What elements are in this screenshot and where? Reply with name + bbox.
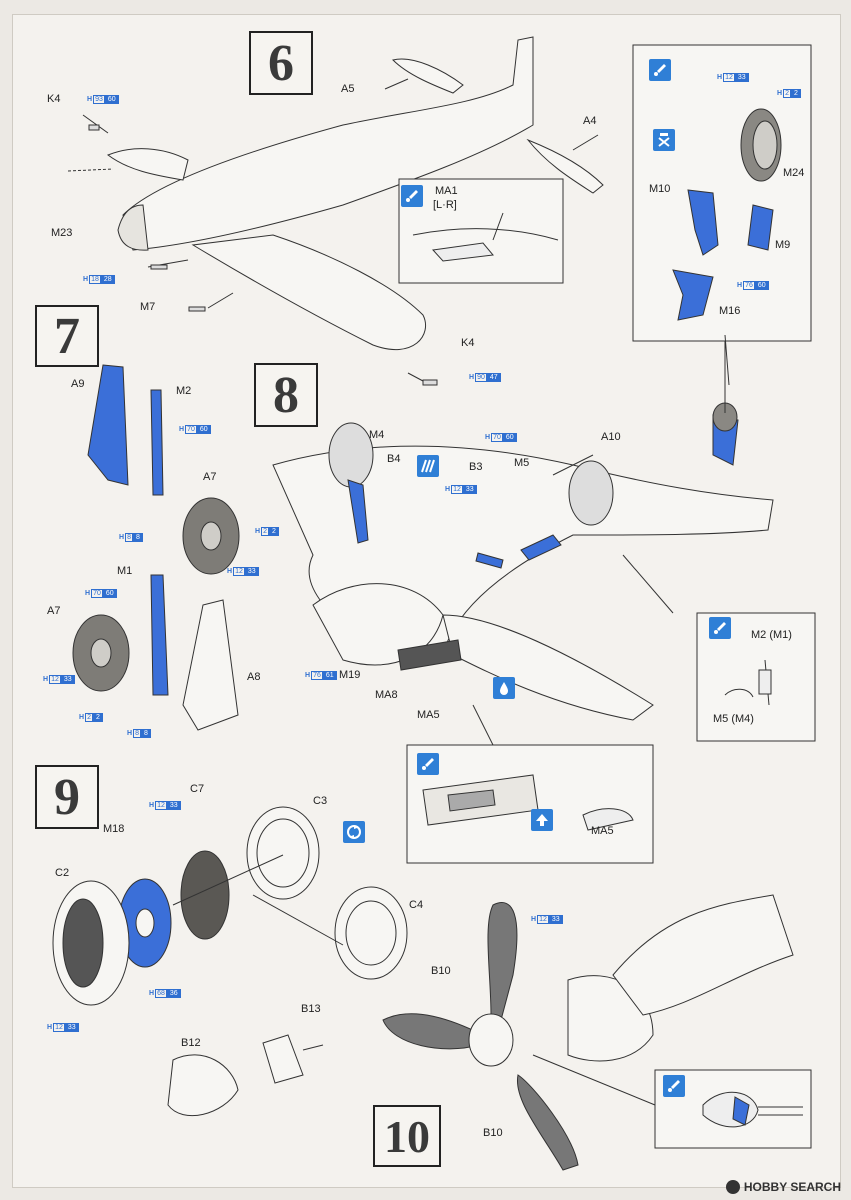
label-m4: M4	[369, 429, 385, 441]
paint-drop-icon	[493, 677, 515, 699]
label-c7: C7	[190, 783, 205, 795]
label-ma1-sub: [L·R]	[433, 199, 457, 211]
label-m23: M23	[51, 227, 73, 239]
paint-drop-icon	[663, 1075, 685, 1097]
label-m24: M24	[783, 167, 805, 179]
label-ma8: MA8	[375, 689, 398, 701]
instruction-sheet: 6 7 8 9 10	[12, 14, 841, 1188]
label-m2-m1: M2 (M1)	[751, 629, 792, 641]
label-a4: A4	[583, 115, 597, 127]
label-a7-bottom: A7	[47, 605, 61, 617]
label-b10-top: B10	[431, 965, 451, 977]
label-c3: C3	[313, 795, 328, 807]
paint-drop-icon	[649, 59, 671, 81]
label-m10: M10	[649, 183, 671, 195]
step-6-box: 6	[249, 31, 313, 95]
label-c2: C2	[55, 867, 70, 879]
label-m5: M5	[514, 457, 530, 469]
step-8-box: 8	[254, 363, 318, 427]
label-k4-top: K4	[47, 93, 61, 105]
label-a5: A5	[341, 83, 355, 95]
paint-drop-icon	[709, 617, 731, 639]
watermark-text: HOBBY SEARCH	[743, 1180, 841, 1194]
paint-drop-icon	[417, 753, 439, 775]
label-a7-top: A7	[203, 471, 217, 483]
do-not-glue-icon	[653, 129, 675, 151]
label-m5-m4: M5 (M4)	[713, 713, 754, 725]
label-m19: M19	[339, 669, 361, 681]
label-b10-bottom: B10	[483, 1127, 503, 1139]
assembly-line-art	[52, 36, 816, 1171]
rotate-icon	[343, 821, 365, 843]
decal-icon	[417, 455, 439, 477]
fuselage-outline	[122, 36, 534, 251]
label-m9: M9	[775, 239, 791, 251]
label-b4: B4	[387, 453, 401, 465]
label-k4-bottom: K4	[461, 337, 475, 349]
label-m16: M16	[719, 305, 741, 317]
label-b12: B12	[181, 1037, 201, 1049]
label-ma1: MA1	[435, 185, 458, 197]
up-arrow-icon	[531, 809, 553, 831]
watermark: HOBBY SEARCH	[725, 1180, 841, 1194]
label-a10: A10	[601, 431, 621, 443]
step-10-box: 10	[373, 1105, 441, 1167]
label-c4: C4	[409, 899, 424, 911]
paint-drop-icon	[401, 185, 423, 207]
label-a8: A8	[247, 671, 261, 683]
label-ma5-inset: MA5	[591, 825, 614, 837]
step-7-box: 7	[35, 305, 99, 367]
label-m2: M2	[176, 385, 192, 397]
label-b3: B3	[469, 461, 483, 473]
hobby-search-logo-icon	[725, 1180, 740, 1194]
step-9-box: 9	[35, 765, 99, 829]
label-a9: A9	[71, 378, 85, 390]
label-m18: M18	[103, 823, 125, 835]
label-ma5: MA5	[417, 709, 440, 721]
label-b13: B13	[301, 1003, 321, 1015]
label-m7: M7	[140, 301, 156, 313]
label-m1: M1	[117, 565, 133, 577]
